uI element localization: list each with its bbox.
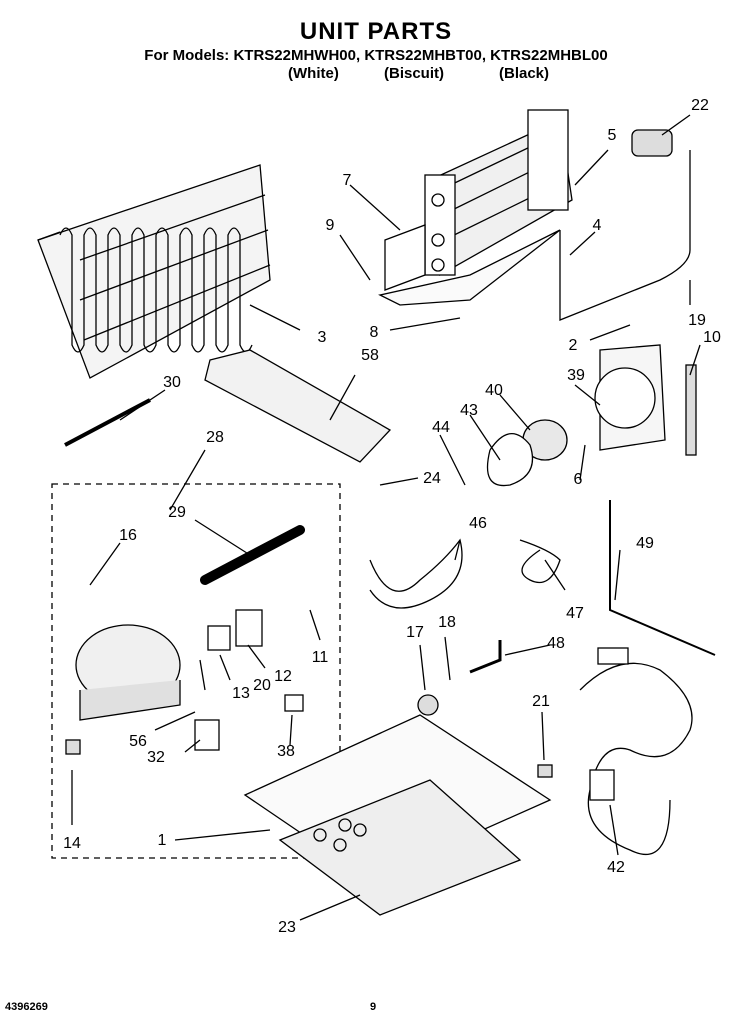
callout-11: 11 xyxy=(312,649,329,666)
callout-16: 16 xyxy=(119,527,137,544)
callout-28: 28 xyxy=(206,429,224,446)
callout-40: 40 xyxy=(485,382,503,399)
insulation-pad xyxy=(278,779,522,916)
color-black: (Black) xyxy=(499,65,550,82)
callout-12: 12 xyxy=(274,668,292,685)
condenser-coil xyxy=(37,164,271,379)
tube-49 xyxy=(609,500,716,656)
evaporator xyxy=(378,109,573,306)
callout-18: 18 xyxy=(438,614,456,631)
callout-46: 46 xyxy=(469,515,487,532)
air-duct xyxy=(204,349,392,463)
callout-42: 42 xyxy=(607,859,625,876)
callout-56: 56 xyxy=(129,733,147,750)
fan-blade xyxy=(486,433,534,487)
callout-5: 5 xyxy=(608,127,617,144)
callout-38: 38 xyxy=(277,743,295,760)
callout-29: 29 xyxy=(168,504,186,521)
callout-43: 43 xyxy=(460,402,478,419)
callout-10: 10 xyxy=(703,329,721,346)
callout-24: 24 xyxy=(423,470,441,487)
tube-46 xyxy=(369,538,463,609)
callout-20: 20 xyxy=(253,677,271,694)
callout-30: 30 xyxy=(163,374,181,391)
filter-drier xyxy=(200,525,305,585)
callout-39: 39 xyxy=(567,367,585,384)
callout-17: 17 xyxy=(406,624,424,641)
callout-8: 8 xyxy=(370,324,379,341)
callout-2: 2 xyxy=(569,337,578,354)
callout-48: 48 xyxy=(547,635,565,652)
callout-9: 9 xyxy=(326,217,335,234)
compressor-kit-box xyxy=(51,483,341,859)
callout-23: 23 xyxy=(278,919,296,936)
cover-part xyxy=(631,129,673,157)
defrost-thermostat-lead xyxy=(559,150,691,321)
callout-4: 4 xyxy=(593,217,602,234)
color-biscuit: (Biscuit) xyxy=(384,65,444,82)
callout-21: 21 xyxy=(532,693,550,710)
models-line: For Models: KTRS22MHWH00, KTRS22MHBT00, … xyxy=(144,47,608,64)
callout-47: 47 xyxy=(566,605,584,622)
page-title: UNIT PARTS xyxy=(299,18,453,45)
tube-48 xyxy=(469,640,502,674)
callout-1: 1 xyxy=(158,832,167,849)
callout-14: 14 xyxy=(63,835,81,852)
doc-number: 4396269 xyxy=(5,1001,48,1013)
page-number: 9 xyxy=(370,1001,377,1013)
callout-19: 19 xyxy=(688,312,706,329)
callout-6: 6 xyxy=(574,471,583,488)
wiring-harness xyxy=(579,662,693,856)
drier-tube xyxy=(64,398,151,447)
callout-13: 13 xyxy=(232,685,250,702)
callout-44: 44 xyxy=(432,419,450,436)
tube-47 xyxy=(519,539,561,584)
callout-22: 22 xyxy=(691,97,709,114)
callout-58: 58 xyxy=(361,347,379,364)
gasket-strip xyxy=(685,364,697,456)
callout-49: 49 xyxy=(636,535,654,552)
callout-32: 32 xyxy=(147,749,165,766)
callout-3: 3 xyxy=(318,329,327,346)
color-white: (White) xyxy=(288,65,339,82)
callout-7: 7 xyxy=(343,172,352,189)
